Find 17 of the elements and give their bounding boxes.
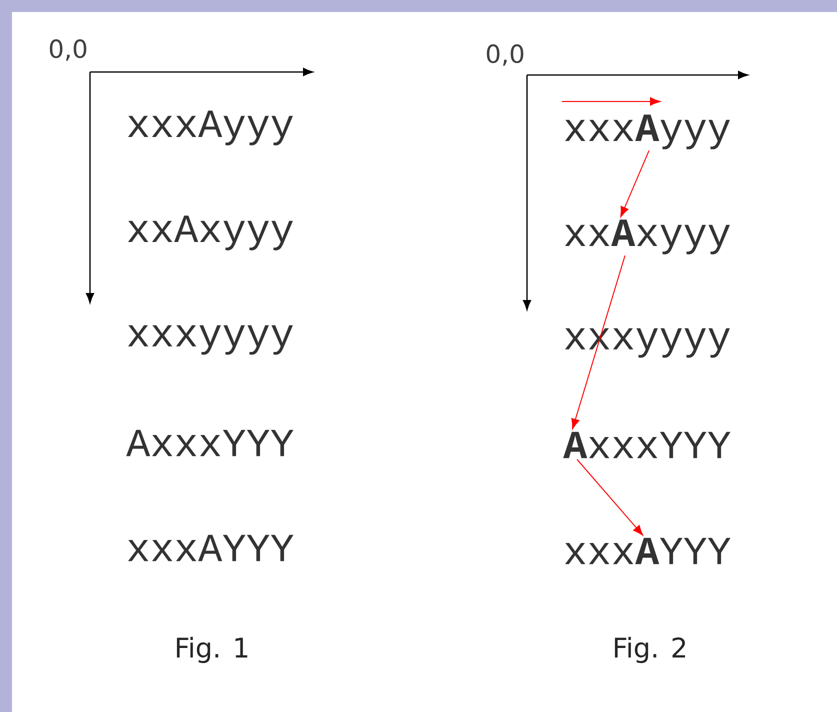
text-row: xxAxyyy bbox=[565, 220, 730, 254]
text-row: xxxAYYY bbox=[565, 538, 730, 564]
figure-caption: Fig. 2 bbox=[614, 636, 686, 664]
text-row: xxxyyyy bbox=[128, 325, 293, 355]
arrow bbox=[620, 150, 650, 218]
figure-caption: Fig. 1 bbox=[176, 636, 248, 664]
text-row: AxxxYYY bbox=[563, 432, 730, 458]
origin-label: 0,0 bbox=[50, 39, 86, 61]
arrow bbox=[576, 458, 644, 536]
arrow bbox=[562, 97, 660, 106]
text-row: xxxAyyy bbox=[128, 110, 293, 146]
text-row: xxxAyyy bbox=[565, 114, 730, 150]
arrow bbox=[571, 255, 626, 430]
text-row: xxxAYYY bbox=[128, 534, 294, 562]
origin-label: 0,0 bbox=[486, 44, 524, 66]
text-row: AxxxYYY bbox=[126, 430, 294, 456]
text-row: xxAxyyy bbox=[128, 216, 293, 250]
